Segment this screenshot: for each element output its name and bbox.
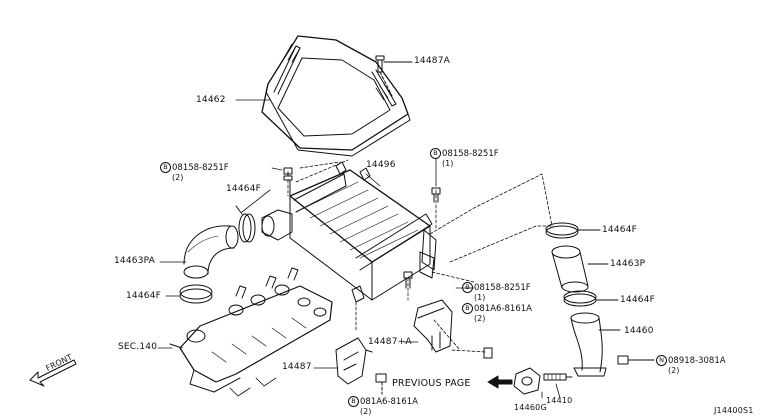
bolt-mark: B: [430, 148, 441, 159]
bracket-14487plusa: [413, 299, 493, 359]
label-14464f-right-upper: 14464F: [602, 225, 638, 235]
bolt-mark: B: [160, 162, 171, 173]
elbow-hose-14463pa: [183, 225, 239, 279]
label-14464f-left-lower: 14464F: [126, 291, 162, 301]
gasket-14460g: [513, 367, 541, 395]
label-14462: 14462: [196, 95, 226, 105]
bolt-quantity: (2): [474, 314, 486, 323]
bolt-part-number: 081A6-8161A: [474, 304, 532, 314]
bolt-quantity: (2): [172, 173, 184, 182]
clamp-right-lower: [563, 290, 619, 307]
assembly-leaders: [287, 159, 553, 353]
label-14487a: 14487A: [414, 56, 450, 66]
label-14463pa: 14463PA: [114, 256, 156, 266]
clamp-left-lower: [179, 284, 213, 304]
label-14460: 14460: [624, 326, 654, 336]
seal-frame: [261, 35, 411, 157]
intercooler-core: [261, 161, 437, 303]
clamp-upper-left: [235, 205, 256, 243]
diagram-code: J14400S1: [714, 406, 754, 415]
bolt-14487a: [375, 55, 413, 97]
label-14464f-upper-left: 14464F: [226, 184, 262, 194]
bolt-mark: N: [656, 355, 667, 366]
bolt-part-number: 08158-8251F: [442, 149, 499, 159]
label-14496: 14496: [366, 160, 396, 170]
label-14463p: 14463P: [610, 259, 646, 269]
bolt-part-number: 081A6-8161A: [360, 397, 418, 407]
previous-page-arrow-icon: [487, 375, 513, 389]
bolt-mark: B: [348, 396, 359, 407]
bolt-part-number: 08158-8251F: [474, 283, 531, 293]
core-bolts: [283, 167, 441, 289]
label-leaders: [157, 99, 655, 399]
label-14410: 14410: [546, 396, 573, 405]
bolt-part-number: 08918-3081A: [668, 356, 726, 366]
intake-manifold: [169, 267, 333, 397]
label-14487: 14487: [282, 362, 312, 372]
bolt-quantity: (1): [442, 159, 454, 168]
straight-hose-14463p: [551, 245, 609, 293]
label-14460g: 14460G: [514, 403, 547, 412]
label-14487plusa: 14487+A: [368, 337, 412, 347]
front-arrow-icon: [29, 359, 77, 387]
bolt-quantity: (2): [360, 407, 372, 416]
bolt-quantity: (1): [474, 293, 486, 302]
previous-page-link[interactable]: PREVIOUS PAGE: [392, 378, 471, 389]
bolt-mark: B: [462, 303, 473, 314]
bracket-14487: [335, 337, 387, 395]
label-14464f-right-lower: 14464F: [620, 295, 656, 305]
stud-14410: [543, 373, 573, 381]
outlet-pipe-14460: [570, 312, 621, 377]
bolt-mark: B: [462, 282, 473, 293]
bolt-part-number: 08158-8251F: [172, 163, 229, 173]
bolt-quantity: (2): [668, 366, 680, 375]
clamp-right-upper: [545, 222, 601, 239]
label-sec140: SEC.140: [118, 342, 158, 352]
